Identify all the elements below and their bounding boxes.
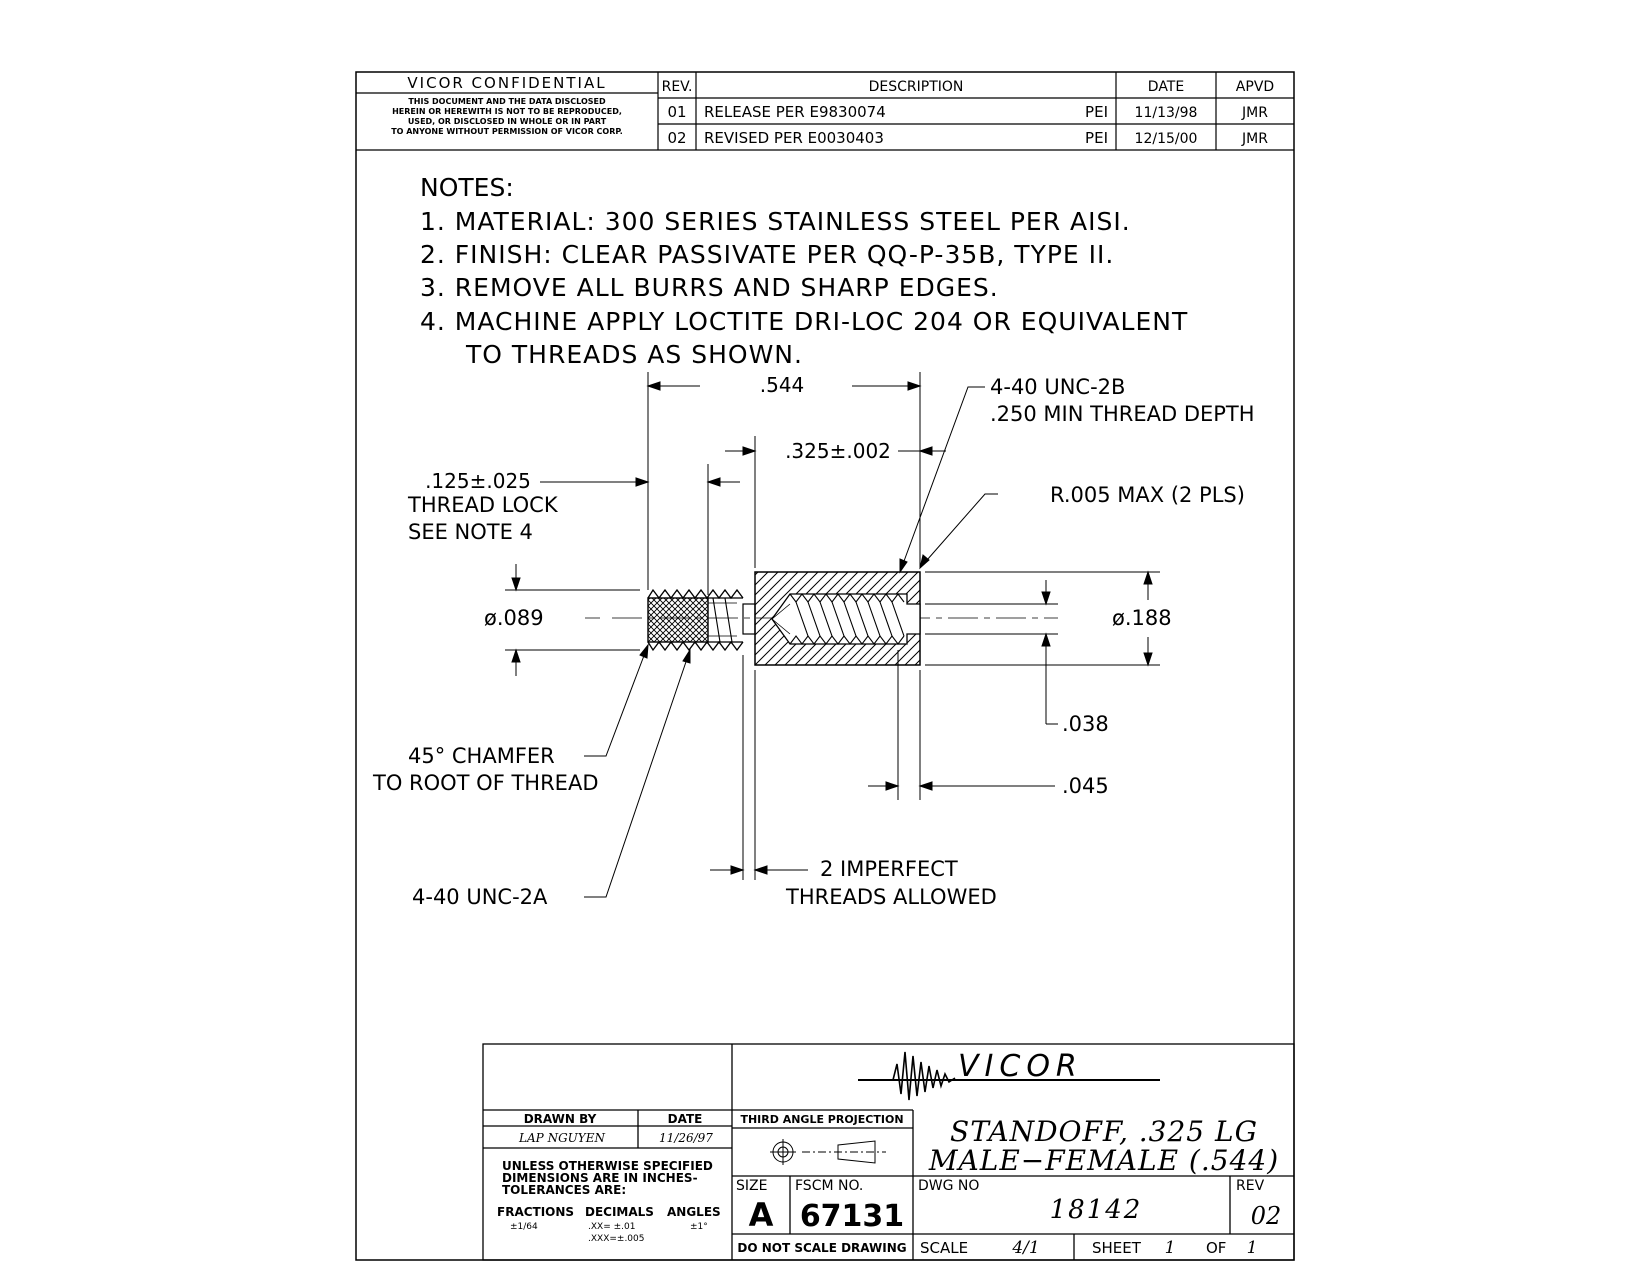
male-thread-bottom [647,640,744,652]
dim-overall-length: .544 [760,373,805,397]
rev-row-1-rev: 01 [667,103,686,121]
chamfer-label-2: TO ROOT OF THREAD [372,771,598,795]
company-name: VICOR [958,1049,1083,1084]
female-thread-label: 4-40 UNC-2B [990,375,1125,399]
drawn-date-label: DATE [668,1112,703,1126]
size-label: SIZE [736,1178,767,1194]
rev-row-2-rev: 02 [667,129,686,147]
dim-thread-lock: .125±.025 [425,469,531,493]
imperfect-label-2: THREADS ALLOWED [785,885,997,909]
note-1: 1. MATERIAL: 300 SERIES STAINLESS STEEL … [420,207,1131,236]
decimals-label: DECIMALS [585,1205,654,1219]
angles-value: ±1° [690,1222,708,1232]
drawn-by-value: LAP NGUYEN [518,1131,605,1145]
confidential-line-3: USED, OR DISCLOSED IN WHOLE OR IN PART [408,117,607,126]
see-note-label: SEE NOTE 4 [408,520,533,544]
notes: NOTES: 1. MATERIAL: 300 SERIES STAINLESS… [420,173,1188,369]
internal-bore [771,593,921,645]
description-header: DESCRIPTION [869,79,964,95]
rev-row-1-date: 11/13/98 [1135,105,1198,121]
confidential-header: VICOR CONFIDENTIAL [407,74,606,92]
rev-row-2-by: PEI [1085,129,1108,147]
dwg-no-value: 18142 [1050,1195,1143,1225]
sheet-value: 1 [1165,1238,1176,1258]
male-thread-label: 4-40 UNC-2A [412,885,548,909]
scale-value: 4/1 [1011,1238,1039,1258]
fscm-value: 67131 [800,1199,904,1234]
tolerance-line-1: UNLESS OTHERWISE SPECIFIED [502,1159,713,1173]
dwg-no-label: DWG NO [918,1178,979,1194]
drawn-date-value: 11/26/97 [659,1131,713,1145]
rev-value: 02 [1251,1202,1282,1230]
notes-title: NOTES: [420,173,514,202]
dimension-lines [505,372,1160,898]
rev-label: REV [1236,1178,1265,1194]
dia-male-label: ø.089 [484,606,544,630]
dim-045-label: .045 [1062,774,1109,798]
tolerance-line-2: DIMENSIONS ARE IN INCHES- [502,1171,698,1185]
drawn-by-label: DRAWN BY [524,1112,597,1126]
imperfect-label-1: 2 IMPERFECT [820,857,958,881]
third-angle-projection-icon [770,1139,886,1165]
tolerance-line-3: TOLERANCES ARE: [502,1183,626,1197]
note-2: 2. FINISH: CLEAR PASSIVATE PER QQ-P-35B,… [420,240,1114,269]
note-4: 4. MACHINE APPLY LOCTITE DRI-LOC 204 OR … [420,307,1188,336]
rev-row-2-apvd: JMR [1241,131,1268,147]
decimals-xxx-value: .XXX=±.005 [588,1234,644,1244]
title-block [482,1043,1295,1261]
projection-label: THIRD ANGLE PROJECTION [740,1113,903,1126]
dim-body-length: .325±.002 [785,439,891,463]
angles-label: ANGLES [667,1205,721,1219]
apvd-header: APVD [1236,79,1274,95]
rev-row-1-apvd: JMR [1241,105,1268,121]
fractions-label: FRACTIONS [497,1205,574,1219]
dia-body-label: ø.188 [1112,606,1172,630]
vicor-logo: VICOR [858,1049,1160,1101]
sheets-total-value: 1 [1247,1238,1258,1258]
fscm-label: FSCM NO. [795,1178,863,1194]
part-title-1: STANDOFF, .325 LG [950,1115,1258,1148]
male-thread-top [647,588,744,600]
note-4-cont: TO THREADS AS SHOWN. [465,340,803,369]
confidential-line-1: THIS DOCUMENT AND THE DATA DISCLOSED [408,97,606,106]
thread-lock-area [647,597,709,643]
rev-header: REV. [662,79,693,95]
part-title-2: MALE−FEMALE (.544) [928,1144,1279,1177]
thread-depth-label: .250 MIN THREAD DEPTH [990,402,1255,426]
fractions-value: ±1/64 [510,1222,538,1232]
scale-label: SCALE [920,1239,968,1257]
of-label: OF [1206,1239,1226,1257]
confidential-line-2: HEREIN OR HEREWITH IS NOT TO BE REPRODUC… [392,107,622,116]
note-3: 3. REMOVE ALL BURRS AND SHARP EDGES. [420,273,999,302]
date-header: DATE [1148,79,1184,95]
do-not-scale-label: DO NOT SCALE DRAWING [737,1241,906,1255]
confidential-line-4: TO ANYONE WITHOUT PERMISSION OF VICOR CO… [391,127,623,136]
size-value: A [749,1196,774,1234]
rev-row-1-description: RELEASE PER E9830074 [704,103,886,121]
decimals-xx-value: .XX= ±.01 [588,1222,635,1232]
revision-block [356,72,1294,151]
dimension-labels: .544 .325±.002 .125±.025 THREAD LOCK SEE… [372,373,1255,909]
rev-row-2-description: REVISED PER E0030403 [704,129,884,147]
part-view [585,571,1058,666]
sheet-label: SHEET [1092,1239,1142,1257]
rev-row-1-by: PEI [1085,103,1108,121]
dim-038-label: .038 [1062,712,1109,736]
radius-label: R.005 MAX (2 PLS) [1050,483,1245,507]
chamfer-label-1: 45° CHAMFER [408,744,555,768]
rev-row-2-date: 12/15/00 [1135,131,1198,147]
thread-lock-label: THREAD LOCK [407,493,559,517]
